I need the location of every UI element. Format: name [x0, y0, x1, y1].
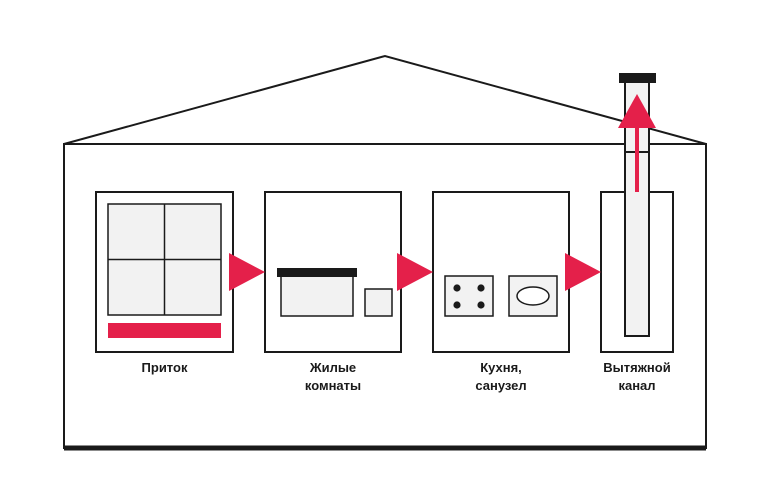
airflow-arrow-2 [397, 253, 433, 291]
label-living-rooms-line-2: комнаты [304, 378, 362, 393]
label-living-rooms: Жилые комнаты [263, 359, 403, 395]
sofa-icon [280, 275, 354, 317]
label-inflow-line-1: Приток [141, 360, 188, 375]
stove-icon [444, 275, 494, 317]
cabinet-icon [364, 288, 393, 317]
label-exhaust-duct-line-1: Вытяжной [603, 360, 671, 375]
living-rooms-panel [264, 191, 402, 353]
label-kitchen-bathroom-line-2: санузел [475, 378, 527, 393]
label-kitchen-bathroom: Кухня, санузел [431, 359, 571, 395]
supply-vent-bar [108, 323, 221, 338]
sofa-back [277, 268, 357, 277]
label-living-rooms-line-1: Жилые [309, 360, 357, 375]
label-exhaust-duct: Вытяжной канал [567, 359, 707, 395]
exhaust-duct-panel [600, 151, 674, 353]
kitchen-bathroom-panel [432, 191, 570, 353]
exhaust-up-arrow [618, 94, 656, 192]
house-roof [63, 54, 707, 145]
label-inflow: Приток [95, 359, 235, 377]
inflow-panel [95, 191, 234, 353]
airflow-arrow-1 [229, 253, 265, 291]
label-exhaust-duct-line-2: канал [618, 378, 656, 393]
label-kitchen-bathroom-line-1: Кухня, [480, 360, 522, 375]
airflow-arrow-3 [565, 253, 601, 291]
chimney-cap [619, 73, 656, 83]
